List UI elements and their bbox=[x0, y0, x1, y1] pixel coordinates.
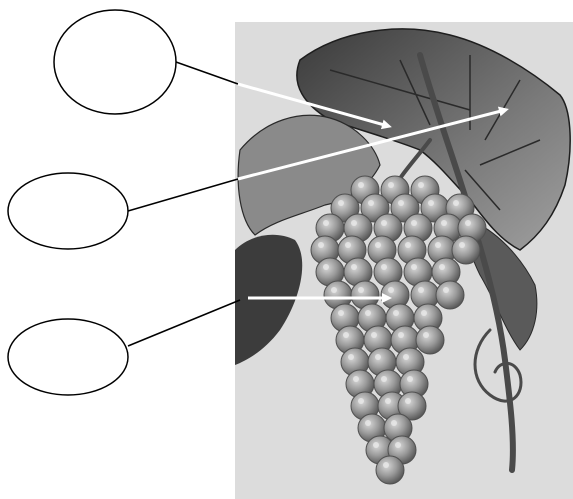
grape-highlight bbox=[351, 264, 357, 270]
grape-berry bbox=[436, 281, 464, 309]
grape-highlight bbox=[338, 310, 344, 316]
grape-highlight bbox=[403, 354, 409, 360]
grape-highlight bbox=[388, 287, 394, 293]
grape-highlight bbox=[385, 398, 391, 404]
grape-berry bbox=[376, 456, 404, 484]
grape-highlight bbox=[411, 264, 417, 270]
grape-highlight bbox=[358, 287, 364, 293]
grape-highlight bbox=[343, 332, 349, 338]
grape-highlight bbox=[407, 376, 413, 382]
grape-highlight bbox=[391, 420, 397, 426]
grape-highlight bbox=[383, 462, 389, 468]
grape-highlight bbox=[453, 200, 459, 206]
grape-highlight bbox=[423, 332, 429, 338]
grape-highlight bbox=[381, 376, 387, 382]
grape-highlight bbox=[345, 242, 351, 248]
grape-berry bbox=[416, 326, 444, 354]
grape-highlight bbox=[398, 200, 404, 206]
grape-highlight bbox=[418, 287, 424, 293]
grape-highlight bbox=[388, 182, 394, 188]
grape-highlight bbox=[459, 242, 465, 248]
grape-highlight bbox=[393, 310, 399, 316]
grape-highlight bbox=[331, 287, 337, 293]
grape-highlight bbox=[358, 182, 364, 188]
grape-highlight bbox=[375, 242, 381, 248]
leader-line-3-outer bbox=[128, 300, 240, 346]
grape-highlight bbox=[368, 200, 374, 206]
grape-berry bbox=[452, 236, 480, 264]
grape-highlight bbox=[318, 242, 324, 248]
grape-highlight bbox=[351, 220, 357, 226]
grape-highlight bbox=[405, 398, 411, 404]
grape-highlight bbox=[375, 354, 381, 360]
grape-highlight bbox=[418, 182, 424, 188]
grape-highlight bbox=[441, 220, 447, 226]
leader-line-2-outer bbox=[128, 179, 238, 211]
grape-highlight bbox=[323, 264, 329, 270]
label-oval-1[interactable] bbox=[54, 10, 176, 114]
grape-highlight bbox=[358, 398, 364, 404]
grape-highlight bbox=[405, 242, 411, 248]
grape-highlight bbox=[381, 220, 387, 226]
grape-highlight bbox=[395, 442, 401, 448]
leader-line-1-outer bbox=[176, 62, 238, 84]
grape-highlight bbox=[381, 264, 387, 270]
grape-highlight bbox=[443, 287, 449, 293]
grape-highlight bbox=[365, 310, 371, 316]
grape-highlight bbox=[428, 200, 434, 206]
grape-highlight bbox=[439, 264, 445, 270]
grape-highlight bbox=[371, 332, 377, 338]
grape-highlight bbox=[338, 200, 344, 206]
label-oval-2[interactable] bbox=[8, 173, 128, 249]
label-oval-3[interactable] bbox=[8, 319, 128, 395]
grape-highlight bbox=[435, 242, 441, 248]
grape-illustration bbox=[235, 22, 573, 499]
grape-highlight bbox=[398, 332, 404, 338]
grape-highlight bbox=[365, 420, 371, 426]
grape-highlight bbox=[323, 220, 329, 226]
grape-highlight bbox=[411, 220, 417, 226]
grape-highlight bbox=[353, 376, 359, 382]
grape-highlight bbox=[421, 310, 427, 316]
grape-highlight bbox=[465, 220, 471, 226]
grape-highlight bbox=[373, 442, 379, 448]
grape-highlight bbox=[348, 354, 354, 360]
